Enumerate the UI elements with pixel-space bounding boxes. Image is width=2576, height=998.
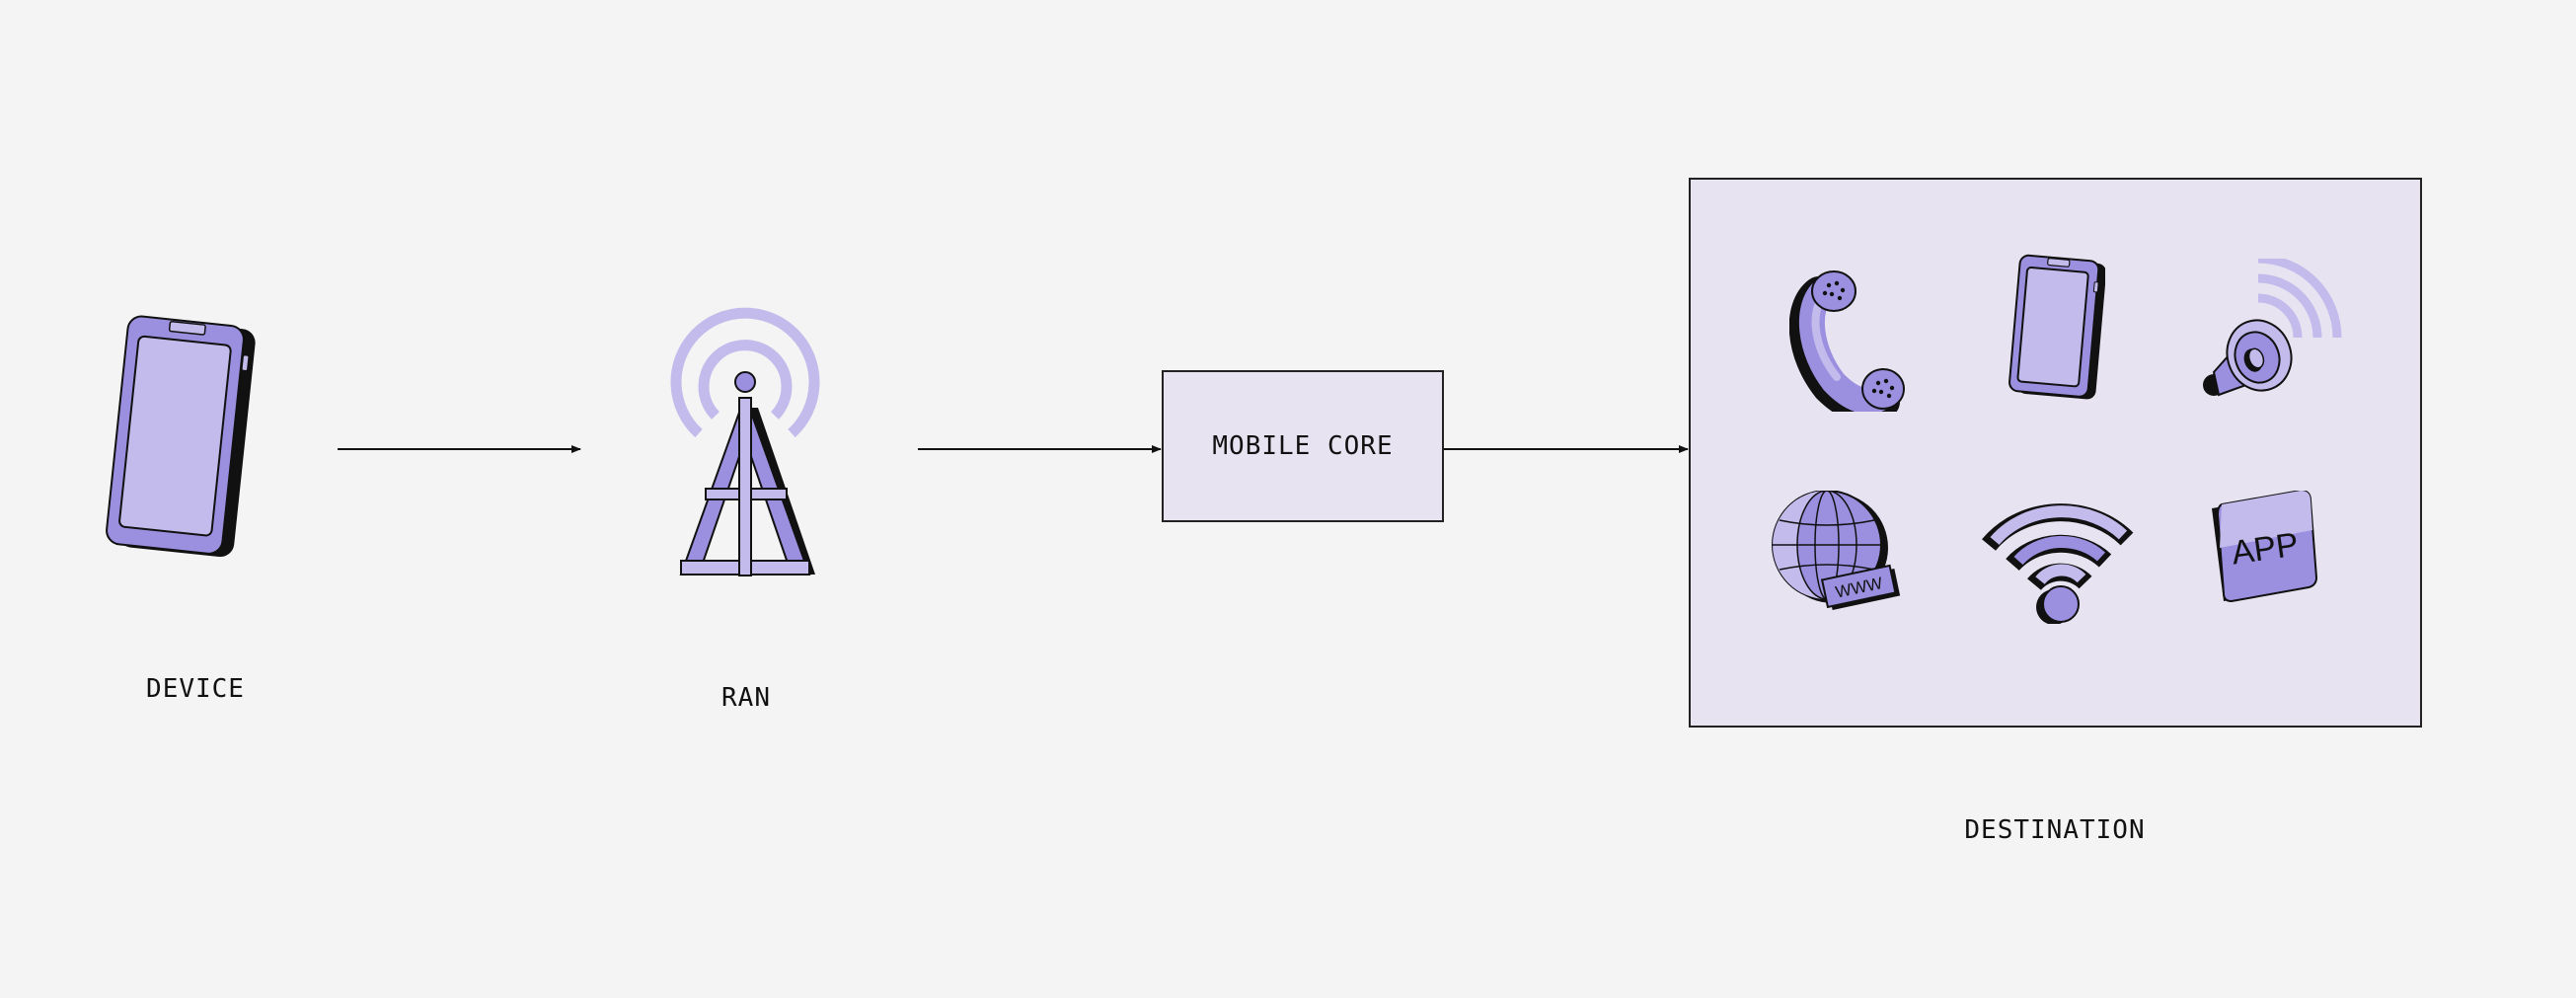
mobile-core-box: MOBILE CORE <box>1162 370 1444 522</box>
speaker-icon <box>2203 259 2342 397</box>
destination-label: DESTINATION <box>1964 815 2146 845</box>
destination-box: WWW APP <box>1689 178 2422 728</box>
signal-waves-icon <box>670 307 820 438</box>
globe-www-icon: WWW <box>1772 491 1901 610</box>
smartphone-icon <box>106 315 256 558</box>
app-icon: APP <box>2212 491 2318 603</box>
mobile-core-label: MOBILE CORE <box>1212 431 1394 461</box>
wifi-icon <box>1982 503 2134 624</box>
telephone-icon <box>1789 270 1905 412</box>
device-label: DEVICE <box>146 674 245 704</box>
cell-tower-icon <box>670 307 820 576</box>
app-text: APP <box>2230 525 2302 572</box>
ran-label: RAN <box>721 683 771 713</box>
smartphone-icon <box>2008 254 2105 400</box>
